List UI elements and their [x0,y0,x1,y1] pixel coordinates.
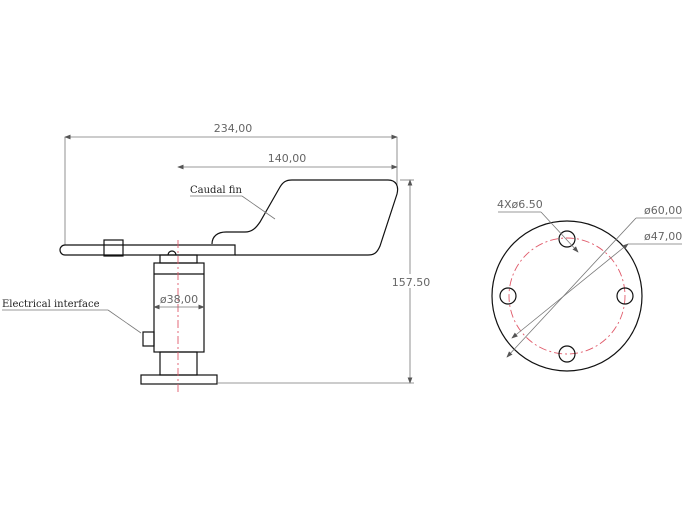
height-label: 157.50 [392,276,431,289]
caudal-fin-leader [241,195,276,220]
hole-spec-label: 4Xø6.50 [497,198,543,211]
counterweight-collar [103,239,124,257]
outer-diameter-label: ø60,00 [644,204,682,217]
bolt-circle-dimension [511,243,629,339]
mounting-hole [558,230,576,248]
rod [59,244,236,256]
electrical-interface-leader [107,309,142,334]
caudal-fin-label: Caudal fin [190,185,242,196]
hole-spec-leader [540,211,579,253]
pivot-pin [167,250,177,256]
base-view: 4Xø6.50 ø60,00 ø47,00 [491,198,682,372]
body [153,262,205,353]
mounting-hole [558,345,576,363]
neck [159,254,198,264]
outer-diameter-dimension [506,217,637,358]
mounting-hole [499,287,517,305]
overall-length-label: 234,00 [214,122,253,135]
fin-length-label: 140,00 [268,152,307,165]
electrical-connector [142,331,155,347]
side-view: 234,00 140,00 ø38,00 157.50 Caudal fin E… [2,122,430,392]
bolt-circle-diameter-label: ø47,00 [644,230,682,243]
stem [159,351,198,376]
base-flange [140,374,218,385]
body-diameter-label: ø38,00 [160,293,198,306]
electrical-interface-label: Electrical interface [2,299,100,310]
outer-flange-circle [491,220,643,372]
caudal-fin [211,179,399,256]
